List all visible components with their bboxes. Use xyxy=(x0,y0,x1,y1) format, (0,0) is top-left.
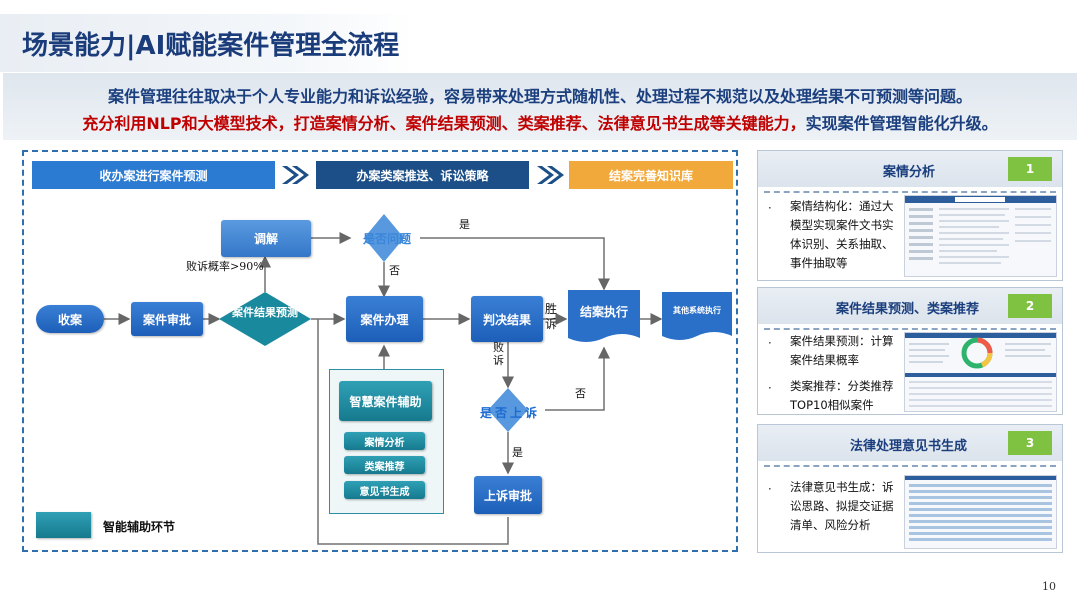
mediate-condition: 败诉概率>90% xyxy=(186,260,264,273)
intake-node: 收案 xyxy=(36,305,104,333)
review-node: 案件审批 xyxy=(131,302,203,336)
summary-line-1: 案件管理往往取决于个人专业能力和诉讼经验，容易带来处理方式随机性、处理过程不规范… xyxy=(107,87,972,106)
yes-label-1: 是 xyxy=(459,218,470,231)
legend-label: 智能辅助环节 xyxy=(103,520,176,534)
phase-3: 结案完善知识库 xyxy=(569,161,733,189)
verdict-node: 判决结果 xyxy=(471,296,543,342)
appeal-approve-node: 上诉审批 xyxy=(474,476,542,514)
page-number: 10 xyxy=(1042,580,1056,593)
card-2-text-1: 案件结果预测：计算案件结果概率 xyxy=(790,334,894,367)
card-case-analysis: 案情分析 1 · 案情结构化：通过大模型实现案件文书实体识别、关系抽取、事件抽取… xyxy=(757,150,1063,281)
decision-appeal-shape xyxy=(488,388,528,432)
card-3-text: 法律意见书生成：诉讼思路、拟提交证据清单、风险分析 xyxy=(790,480,894,532)
no-label-1: 否 xyxy=(389,264,400,277)
legend-swatch xyxy=(36,512,91,538)
card-1-divider xyxy=(764,191,1056,193)
chevron-icon-2 xyxy=(531,161,569,189)
card-2-title: 案件结果预测、类案推荐 xyxy=(836,302,980,317)
other-exec-label: 其他系统执行 xyxy=(673,306,721,315)
summary-line-2: 充分利用NLP和大模型技术，打造案情分析、案件结果预测、类案推荐、法律意见书生成… xyxy=(0,110,1080,134)
card-opinion: 法律处理意见书生成 3 · 法律意见书生成：诉讼思路、拟提交证据清单、风险分析 xyxy=(757,424,1063,553)
card-1-title: 案情分析 xyxy=(883,165,936,180)
card-3-divider xyxy=(764,465,1056,467)
card-2-bullet-2: · xyxy=(768,381,772,395)
summary-banner xyxy=(3,73,1077,140)
decision-question-shape xyxy=(364,214,404,262)
execute-shape xyxy=(568,290,640,342)
execute-label: 结案执行 xyxy=(579,305,628,319)
card-2-bullet-1: · xyxy=(768,336,772,350)
smart-assist-title: 智慧案件辅助 xyxy=(339,381,432,421)
phase-1: 收办案进行案件预测 xyxy=(32,161,275,189)
summary-line-2-blue: 实现案件管理智能化升级。 xyxy=(805,114,998,133)
assist-item-opinion: 意见书生成 xyxy=(344,481,425,499)
card-1-bullet: · xyxy=(768,201,772,215)
summary-line-2-red: 充分利用NLP和大模型技术，打造案情分析、案件结果预测、类案推荐、法律意见书生成… xyxy=(82,114,806,133)
question-label: 是否问题 xyxy=(362,232,411,246)
win-label: 胜诉 xyxy=(545,302,558,331)
page-title: 场景能力|AI赋能案件管理全流程 xyxy=(22,31,400,61)
title-band xyxy=(0,14,415,72)
chevron-icon-1 xyxy=(276,161,314,189)
card-prediction: 案件结果预测、类案推荐 2 · 案件结果预测：计算案件结果概率 · 类案推荐：分… xyxy=(757,287,1063,415)
appeal-question-label: 是否上诉 xyxy=(479,406,540,420)
decision-predict-shape xyxy=(219,292,311,346)
card-2-number: 2 xyxy=(1008,294,1052,318)
card-3-number: 3 xyxy=(1008,431,1052,455)
appeal-yes-label: 是 xyxy=(512,446,523,459)
phase-2: 办案类案推送、诉讼策略 xyxy=(316,161,529,189)
card-1-screenshot-image xyxy=(904,195,1057,277)
flow-frame xyxy=(22,150,738,552)
card-2-text-2: 类案推荐：分类推荐TOP10相似案件 xyxy=(790,379,894,412)
card-3-title: 法律处理意见书生成 xyxy=(850,439,968,454)
card-3-bullet: · xyxy=(768,482,772,496)
card-1-number: 1 xyxy=(1008,157,1052,181)
appeal-no-label: 否 xyxy=(575,387,586,400)
lose-label: 败诉 xyxy=(493,341,504,367)
card-3-screenshot-image xyxy=(904,475,1057,549)
assist-item-case-analysis: 案情分析 xyxy=(344,432,425,450)
predict-label: 案件结果预测 xyxy=(232,306,298,319)
handle-node: 案件办理 xyxy=(346,296,423,342)
mediate-node: 调解 xyxy=(221,220,311,257)
card-2-screenshot-image xyxy=(904,332,1057,412)
other-exec-shape xyxy=(662,292,732,340)
card-1-text: 案情结构化：通过大模型实现案件文书实体识别、关系抽取、事件抽取等 xyxy=(790,199,894,270)
card-2-divider xyxy=(764,328,1056,330)
assist-item-similar-cases: 类案推荐 xyxy=(344,456,425,474)
